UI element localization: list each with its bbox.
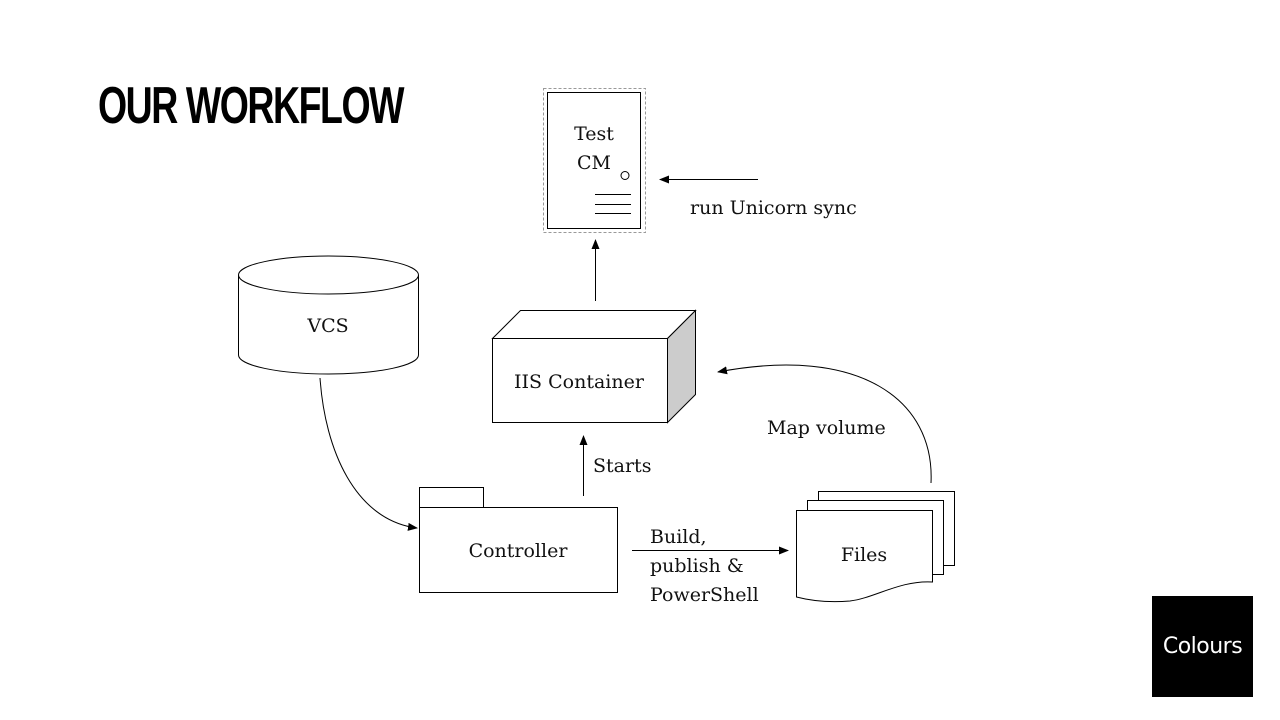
test-cm-label-line1: Test [574,123,614,145]
test-cm-selection-border [543,88,646,233]
controller-node: Controller [419,487,618,593]
box-front-face [492,338,668,423]
vcs-cylinder-body [238,275,419,375]
iis-container-label: IIS Container [514,371,645,393]
test-cm-label-line2: CM [577,152,611,174]
map-volume-label: Map volume [767,417,886,439]
vcs-to-controller-arrow [319,377,418,531]
colours-button[interactable]: Colours [1152,596,1253,697]
build-label-line3: PowerShell [650,584,759,606]
map-volume-arrow [717,364,932,484]
build-label-line1: Build, [650,526,707,548]
server-power-light-icon [620,171,630,180]
build-label-line2: publish & [650,555,744,577]
slide-title: OUR WORKFLOW [98,77,404,135]
test-cm-node: Test CM [543,88,646,233]
controller-label: Controller [469,540,569,562]
iis-container-node: IIS Container [491,309,697,424]
vcs-cylinder-top [238,255,419,295]
server-icon [547,92,641,229]
folder-body [419,507,618,593]
document-front [796,510,933,603]
files-node: Files [796,491,955,603]
vcs-label: VCS [306,315,348,337]
starts-label: Starts [593,455,651,477]
folder-tab [419,487,484,508]
box-top-face [491,310,697,339]
files-label: Files [841,544,887,566]
unicorn-sync-label: run Unicorn sync [690,197,857,219]
vcs-node: VCS [238,255,419,375]
